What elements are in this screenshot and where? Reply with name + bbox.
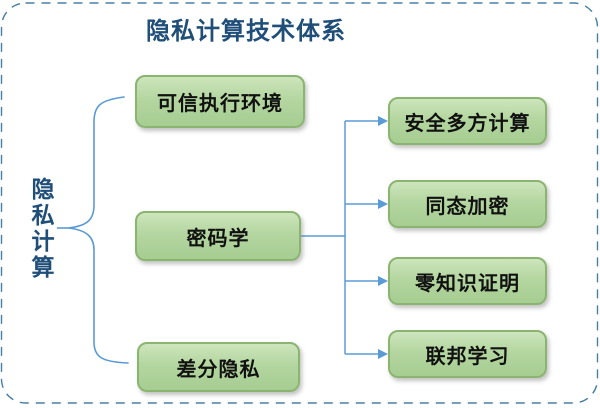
node-label: 密码学 (186, 225, 250, 250)
node-homomorphic-encryption: 同态加密 (388, 180, 547, 228)
node-trusted-execution-environment: 可信执行环境 (135, 75, 305, 128)
node-label: 可信执行环境 (157, 91, 283, 115)
node-label: 差分隐私 (176, 356, 261, 381)
node-label: 同态加密 (425, 193, 510, 218)
node-label: 安全多方计算 (404, 110, 531, 135)
node-secure-multiparty-computation: 安全多方计算 (388, 97, 547, 145)
arrow-right-icon (378, 349, 388, 359)
arrow-right-icon (378, 116, 388, 126)
brace-connector (67, 96, 129, 364)
arrow-right-icon (378, 276, 388, 286)
node-zero-knowledge-proof: 零知识证明 (388, 257, 547, 305)
node-label: 零知识证明 (415, 270, 520, 295)
diagram-title: 隐私计算技术体系 (146, 17, 346, 45)
arrow-right-icon (378, 199, 388, 209)
root-node-label: 隐私计算 (27, 177, 53, 281)
node-label: 联邦学习 (425, 343, 510, 368)
node-differential-privacy: 差分隐私 (137, 342, 300, 392)
node-federated-learning: 联邦学习 (388, 330, 547, 378)
node-cryptography: 密码学 (135, 211, 301, 261)
